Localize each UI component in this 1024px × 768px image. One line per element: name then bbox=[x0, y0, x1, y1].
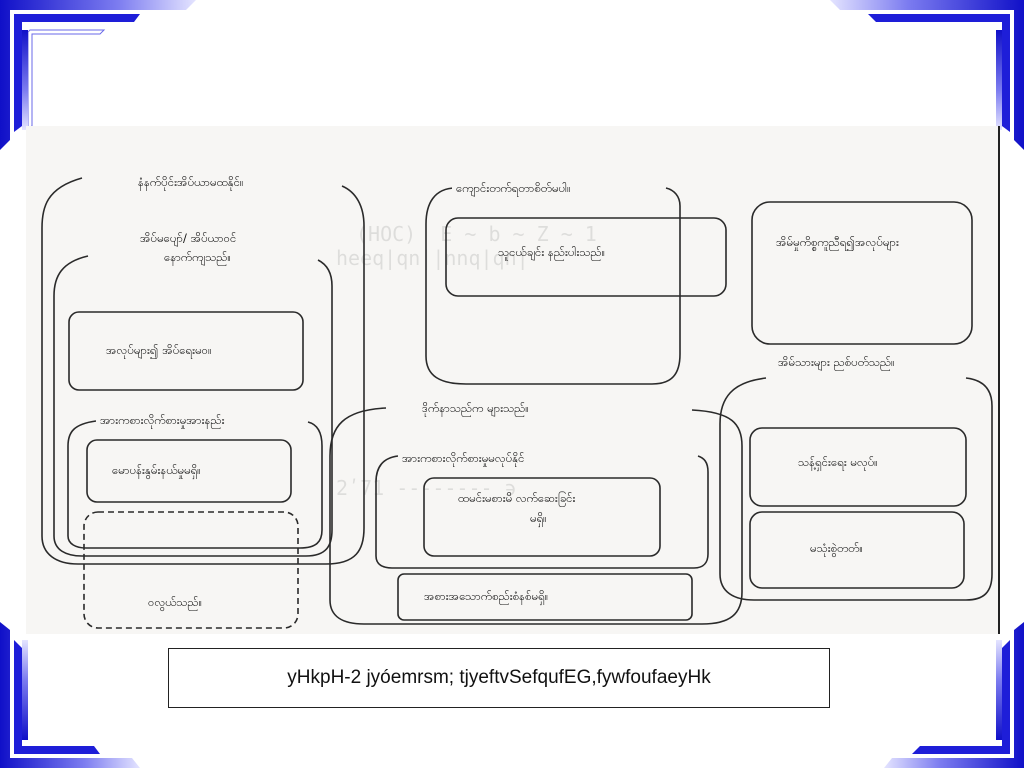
diagram-lines bbox=[41, 177, 993, 629]
box-outline bbox=[423, 477, 661, 557]
group-outline bbox=[329, 407, 743, 625]
label-no-handwash-2: မရှိ။ bbox=[530, 511, 547, 525]
bleed-through-text: 2ʹ71 -------- ϶ bbox=[336, 476, 517, 500]
box-outline bbox=[397, 573, 693, 621]
label-family-dirty: အိမ်သားများ ညစ်ပတ်သည်။ bbox=[774, 354, 899, 371]
label-no-fatigue: မောပန်းနွမ်းနယ်မှုမရှိ။ bbox=[112, 463, 201, 477]
bleed-through-text: heeq|qn||nnq|qn| bbox=[336, 246, 529, 270]
label-fat: ဝလွယ်သည်။ bbox=[148, 595, 203, 609]
label-sport-weak: အားကစားလိုက်စားမှုအားနည်း bbox=[96, 412, 229, 429]
label-many-things: ဒိုက်နာသည်က များသည်။ bbox=[418, 400, 533, 417]
label-few-friends: သူငယ်ချင်း နည်းပါးသည်။ bbox=[498, 245, 606, 259]
label-cannot-sport: အားကစားလိုက်စားမှုမလုပ်နိုင် bbox=[398, 450, 529, 467]
box-outline bbox=[83, 511, 299, 629]
group-outline bbox=[719, 377, 993, 601]
bleed-through-text: (HOC) E ~ b ~ Z ~ 1 bbox=[356, 222, 597, 246]
group-outline bbox=[425, 187, 681, 385]
label-sleep-disturbed-2: နောက်ကျသည်။ bbox=[160, 249, 235, 266]
box-outline bbox=[751, 201, 973, 345]
box-outline bbox=[86, 439, 292, 503]
group-outline bbox=[67, 420, 323, 549]
label-school-absent: ကျောင်းတက်ရတာစိတ်မပါ။ bbox=[452, 180, 575, 197]
label-no-cleaning: သန့်ရှင်းရေး မလုပ်။ bbox=[798, 455, 878, 469]
figure-caption: yHkpH-2 jyóemrsm; tjyeftvSefqufEG,fywfou… bbox=[168, 648, 830, 708]
label-no-handwash: ထမင်းမစားမိ လက်ဆေးခြင်း bbox=[458, 491, 576, 505]
diagram-panel: (HOC) E ~ b ~ Z ~ 1 heeq|qn||nnq|qn| 2ʹ7… bbox=[26, 126, 1000, 634]
label-meal-irregular: အစားအသောက်စည်းစံနစ်မရှိ။ bbox=[424, 589, 549, 603]
box-outline bbox=[749, 511, 965, 589]
group-outline bbox=[41, 177, 365, 565]
group-outline bbox=[53, 255, 333, 557]
box-outline bbox=[749, 427, 967, 507]
box-outline bbox=[445, 217, 727, 297]
box-outline bbox=[68, 311, 304, 391]
group-outline bbox=[375, 455, 709, 569]
label-house-help: အိမ်မှုကိစ္စကူညီရ၍အလုပ်များ bbox=[776, 235, 899, 249]
label-cannot-use: မသုံးစွဲတတ်။ bbox=[810, 541, 863, 555]
label-work-sleep: အလုပ်များ၍ အိပ်ရေးမဝ။ bbox=[106, 343, 212, 357]
label-sleep-disturbed: အိပ်မပျော်/ အိပ်ယာဝင် bbox=[136, 230, 241, 247]
label-morning-wake: နံနက်ပိုင်းအိပ်ယာမထနိုင်။ bbox=[134, 174, 248, 191]
